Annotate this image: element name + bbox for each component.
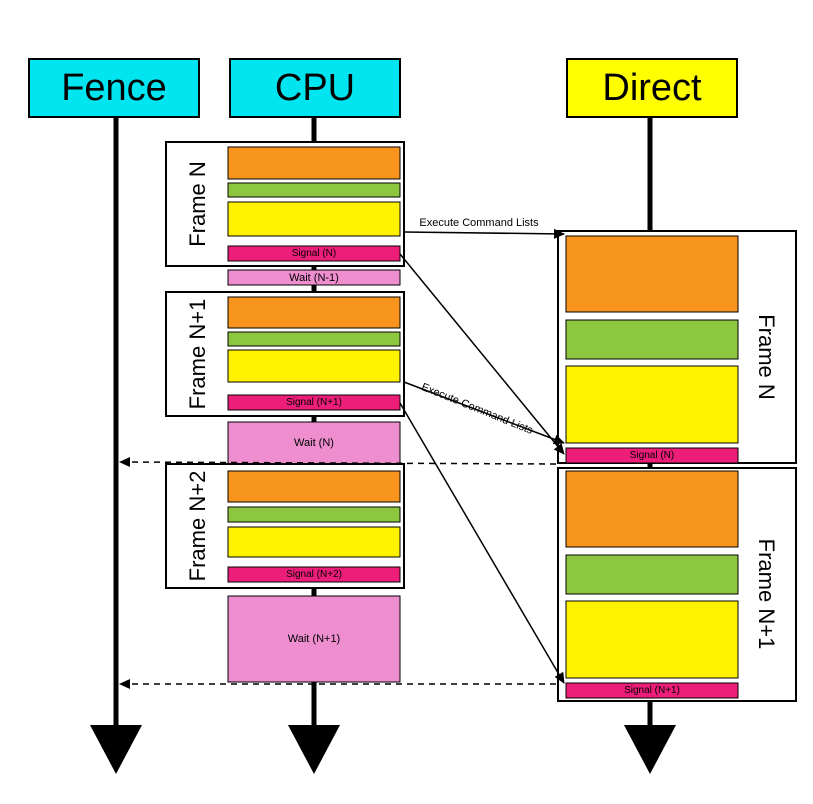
- cpu-frame-n-green-block: [227, 182, 401, 198]
- execute-command-lists-label-1: Execute Command Lists: [419, 217, 539, 229]
- cpu-frame-n1-label: Frame N+1: [185, 298, 210, 410]
- cpu-wait-n-minus-1-label: Wait (N-1): [289, 271, 339, 284]
- direct-lane-label: Direct: [602, 66, 702, 109]
- cpu-wait-n-minus-1-block: [227, 269, 401, 286]
- cpu-frame-n-orange-block: [227, 146, 401, 180]
- cpu-frame-n1-orange-block: [227, 296, 401, 329]
- fence-dashed-arrow-n: [119, 457, 557, 468]
- cpu-lane-label: CPU: [274, 66, 356, 109]
- cpu-wait-n-block: [227, 421, 401, 465]
- cpu-wait-n-label: Wait (N): [294, 437, 334, 449]
- signal-n1-arrow: [399, 402, 565, 684]
- cpu-signal-n1-label: Signal (N+1): [286, 397, 342, 408]
- direct-timeline-arrowhead: [624, 725, 676, 774]
- fence-lane-header: Fence: [28, 58, 200, 118]
- direct-frame-n-green-block: [565, 319, 739, 360]
- direct-frame-n-label: Frame N: [754, 314, 779, 400]
- direct-frame-n-orange-block: [565, 235, 739, 313]
- cpu-signal-n-label: Signal (N): [291, 248, 337, 259]
- cpu-lane-header: CPU: [229, 58, 401, 118]
- cpu-frame-n-label: Frame N: [185, 161, 210, 247]
- cpu-frame-n1-yellow-block: [227, 349, 401, 383]
- direct-frame-n1-yellow-block: [565, 600, 739, 679]
- cpu-wait-n1-block: [227, 595, 401, 683]
- execute-arrow-frame-n: [403, 228, 565, 239]
- cpu-signal-n2-label: Signal (N+2): [286, 569, 342, 580]
- cpu-frame-n2-label: Frame N+2: [185, 470, 210, 582]
- execute-command-lists-label-2: Execute Command Lists: [419, 381, 535, 437]
- fence-lane-label: Fence: [61, 66, 167, 109]
- direct-frame-n1-orange-block: [565, 470, 739, 548]
- cpu-frame-n-signal-block: [227, 245, 401, 262]
- direct-signal-n-label: Signal (N): [629, 450, 675, 461]
- direct-frame-n-yellow-block: [565, 365, 739, 444]
- cpu-frame-n2-signal-block: [227, 566, 401, 583]
- direct-frame-n-signal-block: [565, 447, 739, 464]
- cpu-frame-n1-signal-block: [227, 394, 401, 411]
- fence-timeline-arrowhead: [90, 725, 142, 774]
- cpu-frame-n1-green-block: [227, 331, 401, 347]
- cpu-wait-n1-label: Wait (N+1): [287, 633, 341, 645]
- cpu-frame-n2-green-block: [227, 506, 401, 523]
- direct-frame-n1-signal-block: [565, 682, 739, 699]
- cpu-frame-n2-yellow-block: [227, 526, 401, 558]
- direct-lane-header: Direct: [566, 58, 738, 118]
- direct-frame-n1-label: Frame N+1: [754, 538, 779, 650]
- cpu-timeline-arrowhead: [288, 725, 340, 774]
- direct-signal-n1-label: Signal (N+1): [624, 685, 680, 696]
- cpu-frame-n2-orange-block: [227, 470, 401, 503]
- direct-frame-n1-green-block: [565, 554, 739, 595]
- cpu-frame-n-yellow-block: [227, 201, 401, 237]
- signal-n-arrow: [399, 253, 565, 455]
- execute-arrow-frame-n1: [403, 381, 565, 445]
